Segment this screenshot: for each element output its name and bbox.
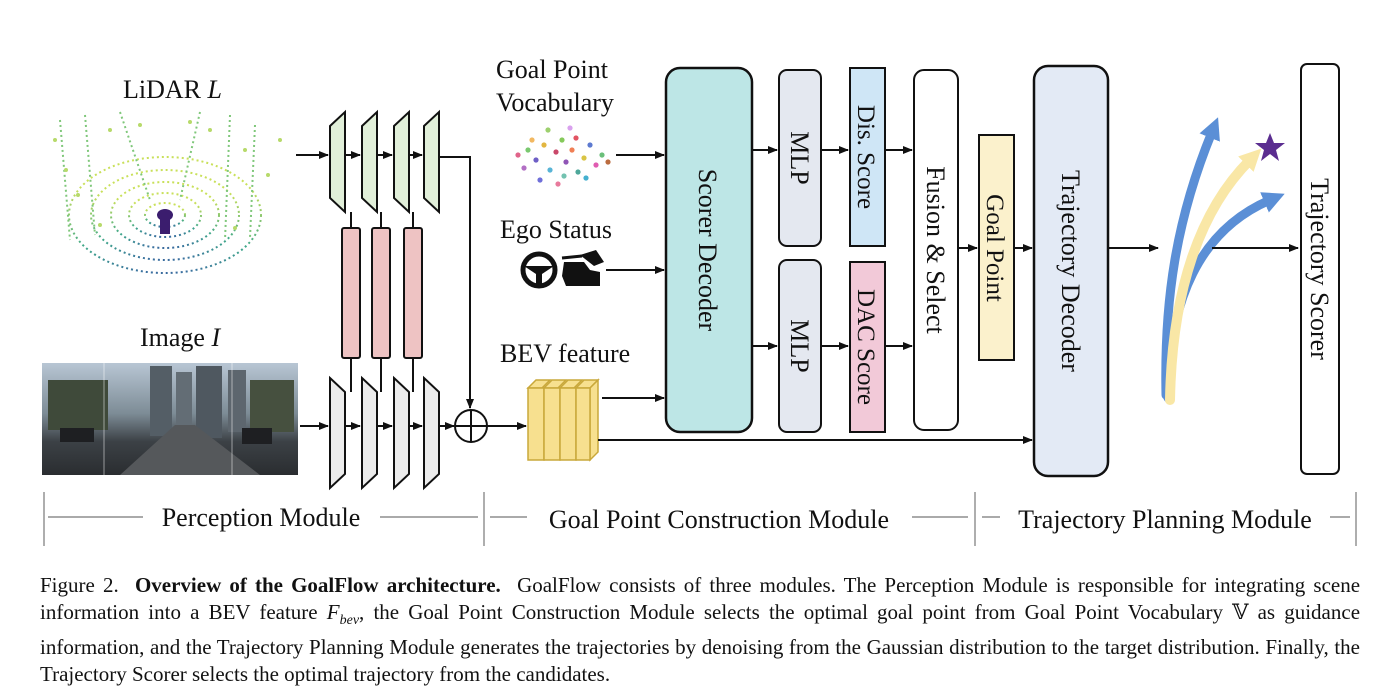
trajectory-scorer-block: Trajectory Scorer [1300, 63, 1340, 475]
fusion-select-block: Fusion & Select [913, 69, 959, 431]
scorer-decoder-block: Scorer Decoder [664, 66, 754, 434]
trajectory-scorer-label: Trajectory Scorer [1305, 178, 1334, 360]
architecture-svg: LiDAR L Image I [42, 55, 1357, 546]
fusion-block-2 [371, 227, 391, 359]
bev-feature-label: BEV feature [500, 339, 630, 368]
caption-vocab-symbol: 𝕍 [1232, 600, 1249, 624]
mlp-top-label: MLP [785, 131, 814, 184]
dis-score-block: Dis. Score [849, 67, 886, 247]
caption-part2: , the Goal Point Construction Module sel… [359, 600, 1223, 624]
lidar-pointcloud-image [42, 108, 290, 274]
mlp-top-block: MLP [778, 69, 822, 247]
image-encoder-2 [361, 375, 378, 491]
encoder-arrows [296, 151, 423, 430]
lidar-encoder-3 [393, 109, 410, 215]
image-label: Image I [140, 323, 221, 352]
caption-part1: GoalFlow consists of three modules. The … [40, 573, 1361, 624]
dis-score-label: Dis. Score [852, 105, 879, 209]
trajectory-candidates [1161, 117, 1285, 405]
lidar-to-fusion-arrow [439, 156, 474, 409]
steering-wheel-icon [520, 251, 558, 289]
image-encoder-1 [329, 375, 346, 491]
image-encoder-stack [329, 375, 440, 491]
goal-point-block: Goal Point [978, 134, 1015, 361]
fusion-block-3 [403, 227, 423, 359]
lidar-encoder-4 [423, 109, 440, 215]
figure-title: Overview of the GoalFlow architecture. [134, 573, 501, 597]
goal-construction-module-label: Goal Point Construction Module [549, 505, 889, 534]
image-encoder-4 [423, 375, 440, 491]
module-brackets [43, 492, 1357, 546]
fusion-block-1 [341, 227, 361, 359]
perception-module-label: Perception Module [162, 503, 361, 532]
vocab-label-line1: Goal Point [496, 55, 609, 84]
goal-point-label: Goal Point [981, 194, 1008, 302]
trajectory-decoder-label: Trajectory Decoder [1056, 170, 1085, 372]
trajectory-decoder-block: Trajectory Decoder [1032, 64, 1110, 478]
oplus-icon [454, 409, 488, 443]
car-icon [561, 250, 604, 286]
figure-caption: Figure 2. Overview of the GoalFlow archi… [40, 572, 1360, 688]
fusion-blocks [341, 227, 423, 359]
fusion-select-label: Fusion & Select [921, 166, 950, 334]
lidar-encoder-stack [329, 109, 440, 215]
caption-symbol-fbev: Fbev [326, 600, 360, 629]
scorer-decoder-label: Scorer Decoder [693, 169, 722, 332]
vocabulary-points [515, 125, 611, 187]
star-icon [1255, 133, 1285, 161]
lidar-encoder-2 [361, 109, 378, 215]
vocab-label-line2: Vocabulary [496, 88, 614, 117]
ego-status-label: Ego Status [500, 215, 612, 244]
caption-part3: as guidance information, and the Traject… [40, 600, 1361, 687]
figure-label: Figure 2. [40, 573, 119, 597]
lidar-label: LiDAR L [123, 75, 222, 104]
dac-score-label: DAC Score [852, 289, 879, 405]
mlp-bottom-block: MLP [778, 259, 822, 433]
mlp-bottom-label: MLP [785, 319, 814, 372]
dac-score-block: DAC Score [849, 261, 886, 433]
bev-feature-stack [526, 378, 600, 462]
encoder-fusion-connectors [350, 212, 414, 392]
camera-image [42, 363, 298, 475]
image-encoder-3 [393, 375, 410, 491]
lidar-encoder-1 [329, 109, 346, 215]
trajectory-planning-module-label: Trajectory Planning Module [1018, 505, 1312, 534]
